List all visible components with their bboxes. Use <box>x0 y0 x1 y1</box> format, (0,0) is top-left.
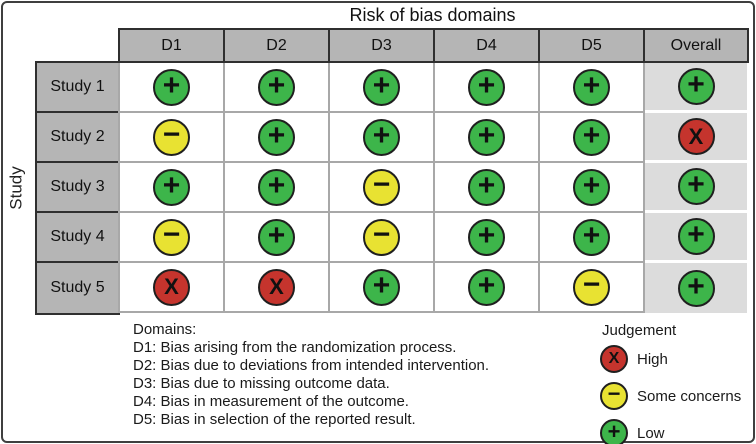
grid-cell: + <box>540 113 645 163</box>
judgement-circle-low: + <box>258 68 295 106</box>
judgement-circle-low: + <box>468 68 505 106</box>
grid-cell: + <box>435 63 540 113</box>
legend-item-some: −Some concerns <box>600 382 750 410</box>
legend-label: Some concerns <box>637 387 742 405</box>
judgement-circle-low: + <box>153 68 190 106</box>
judgement-circle-low: + <box>573 168 610 206</box>
judgement-circle-low: + <box>153 168 190 206</box>
grid-cell: + <box>225 163 330 213</box>
judgement-circle-low: + <box>573 118 610 156</box>
grid-cell: + <box>645 213 747 263</box>
grid-cell: + <box>225 213 330 263</box>
judgement-circle-low: + <box>258 218 295 256</box>
column-header-d3: D3 <box>330 30 435 61</box>
row-label-study-1: Study 1 <box>37 63 118 113</box>
grid-cell: X <box>645 113 747 163</box>
column-header-d5: D5 <box>540 30 645 61</box>
grid-cell: − <box>120 113 225 163</box>
judgement-circle-low: + <box>573 218 610 256</box>
grid-cell: + <box>540 163 645 213</box>
judgement-circle-low: + <box>468 118 505 156</box>
judgement-circle-high: X <box>153 268 190 306</box>
row-label-study-3: Study 3 <box>37 163 118 213</box>
grid-cell: + <box>645 263 747 313</box>
grid-cell: + <box>330 113 435 163</box>
legend-item-high: X High <box>600 345 750 373</box>
judgement-circle-some: − <box>363 168 400 206</box>
judgement-circle-low: + <box>677 68 715 105</box>
column-header-d1: D1 <box>120 30 225 61</box>
grid-cell: + <box>120 163 225 213</box>
legend-circle-low: + <box>600 419 628 444</box>
row-label-study-5: Study 5 <box>50 279 105 296</box>
column-header-overall: Overall <box>670 36 722 54</box>
domain-definition: D3: Bias due to missing outcome data. <box>133 375 390 392</box>
judgement-grid: + + + + + + − + + + + X + + − + + + − + − + + + X X + + − + <box>118 63 747 313</box>
judgement-circle-some: − <box>363 218 400 256</box>
grid-cell: + <box>225 113 330 163</box>
grid-cell: − <box>330 213 435 263</box>
judgement-circle-low: + <box>677 168 715 205</box>
judgement-circle-low: + <box>677 218 715 255</box>
domain-definition: D5: Bias in selection of the reported re… <box>133 411 416 428</box>
column-header-d4: D4 <box>435 30 540 61</box>
grid-cell: + <box>540 213 645 263</box>
judgement-circle-low: + <box>677 269 715 307</box>
judgement-circle-some: − <box>153 118 190 156</box>
grid-cell: + <box>435 113 540 163</box>
grid-cell: + <box>330 63 435 113</box>
judgement-circle-low: + <box>468 218 505 256</box>
judgement-circle-low: + <box>573 68 610 106</box>
domain-definition: D2: Bias due to deviations from intended… <box>133 357 490 374</box>
grid-cell: + <box>225 63 330 113</box>
grid-cell: + <box>435 263 540 313</box>
judgement-circle-low: + <box>363 68 400 106</box>
legend-title: Judgement <box>602 322 677 339</box>
legend-circle-high: X <box>600 345 628 373</box>
y-axis-label-text: Study <box>7 166 27 210</box>
y-axis-label: Study <box>0 63 34 313</box>
grid-cell: + <box>645 163 747 213</box>
grid-cell: + <box>540 63 645 113</box>
judgement-circle-some: − <box>573 268 610 306</box>
grid-cell: − <box>540 263 645 313</box>
domains-note: Domains: D1: Bias arising from the rando… <box>133 321 489 429</box>
legend-circle-some: − <box>600 382 628 410</box>
judgement-circle-high: X <box>677 118 715 155</box>
grid-cell: + <box>120 63 225 113</box>
row-label-study-4: Study 4 <box>37 213 118 263</box>
judgement-circle-low: + <box>468 268 505 306</box>
legend-item-low: + Low <box>600 419 750 444</box>
domain-definition: D1: Bias arising from the randomization … <box>133 339 457 356</box>
legend-label: Low <box>637 424 665 442</box>
row-label-study-2: Study 2 <box>37 113 118 163</box>
judgement-circle-low: + <box>258 118 295 156</box>
grid-cell: X <box>120 263 225 313</box>
grid-cell: + <box>435 213 540 263</box>
grid-cell: + <box>330 263 435 313</box>
legend-label: High <box>637 350 668 368</box>
judgement-circle-low: + <box>258 168 295 206</box>
judgement-circle-low: + <box>468 168 505 206</box>
judgement-circle-low: + <box>363 118 400 156</box>
judgement-circle-low: + <box>363 268 400 306</box>
grid-cell: + <box>435 163 540 213</box>
column-header-d2: D2 <box>225 30 330 61</box>
grid-cell: − <box>120 213 225 263</box>
domain-definition: D4: Bias in measurement of the outcome. <box>133 393 409 410</box>
domains-note-heading: Domains: <box>133 321 197 338</box>
grid-cell: + <box>645 63 747 113</box>
grid-cell: − <box>330 163 435 213</box>
judgement-circle-high: X <box>258 268 295 306</box>
grid-cell: X <box>225 263 330 313</box>
judgement-circle-some: − <box>153 218 190 256</box>
plot-title: Risk of bias domains <box>349 5 516 25</box>
